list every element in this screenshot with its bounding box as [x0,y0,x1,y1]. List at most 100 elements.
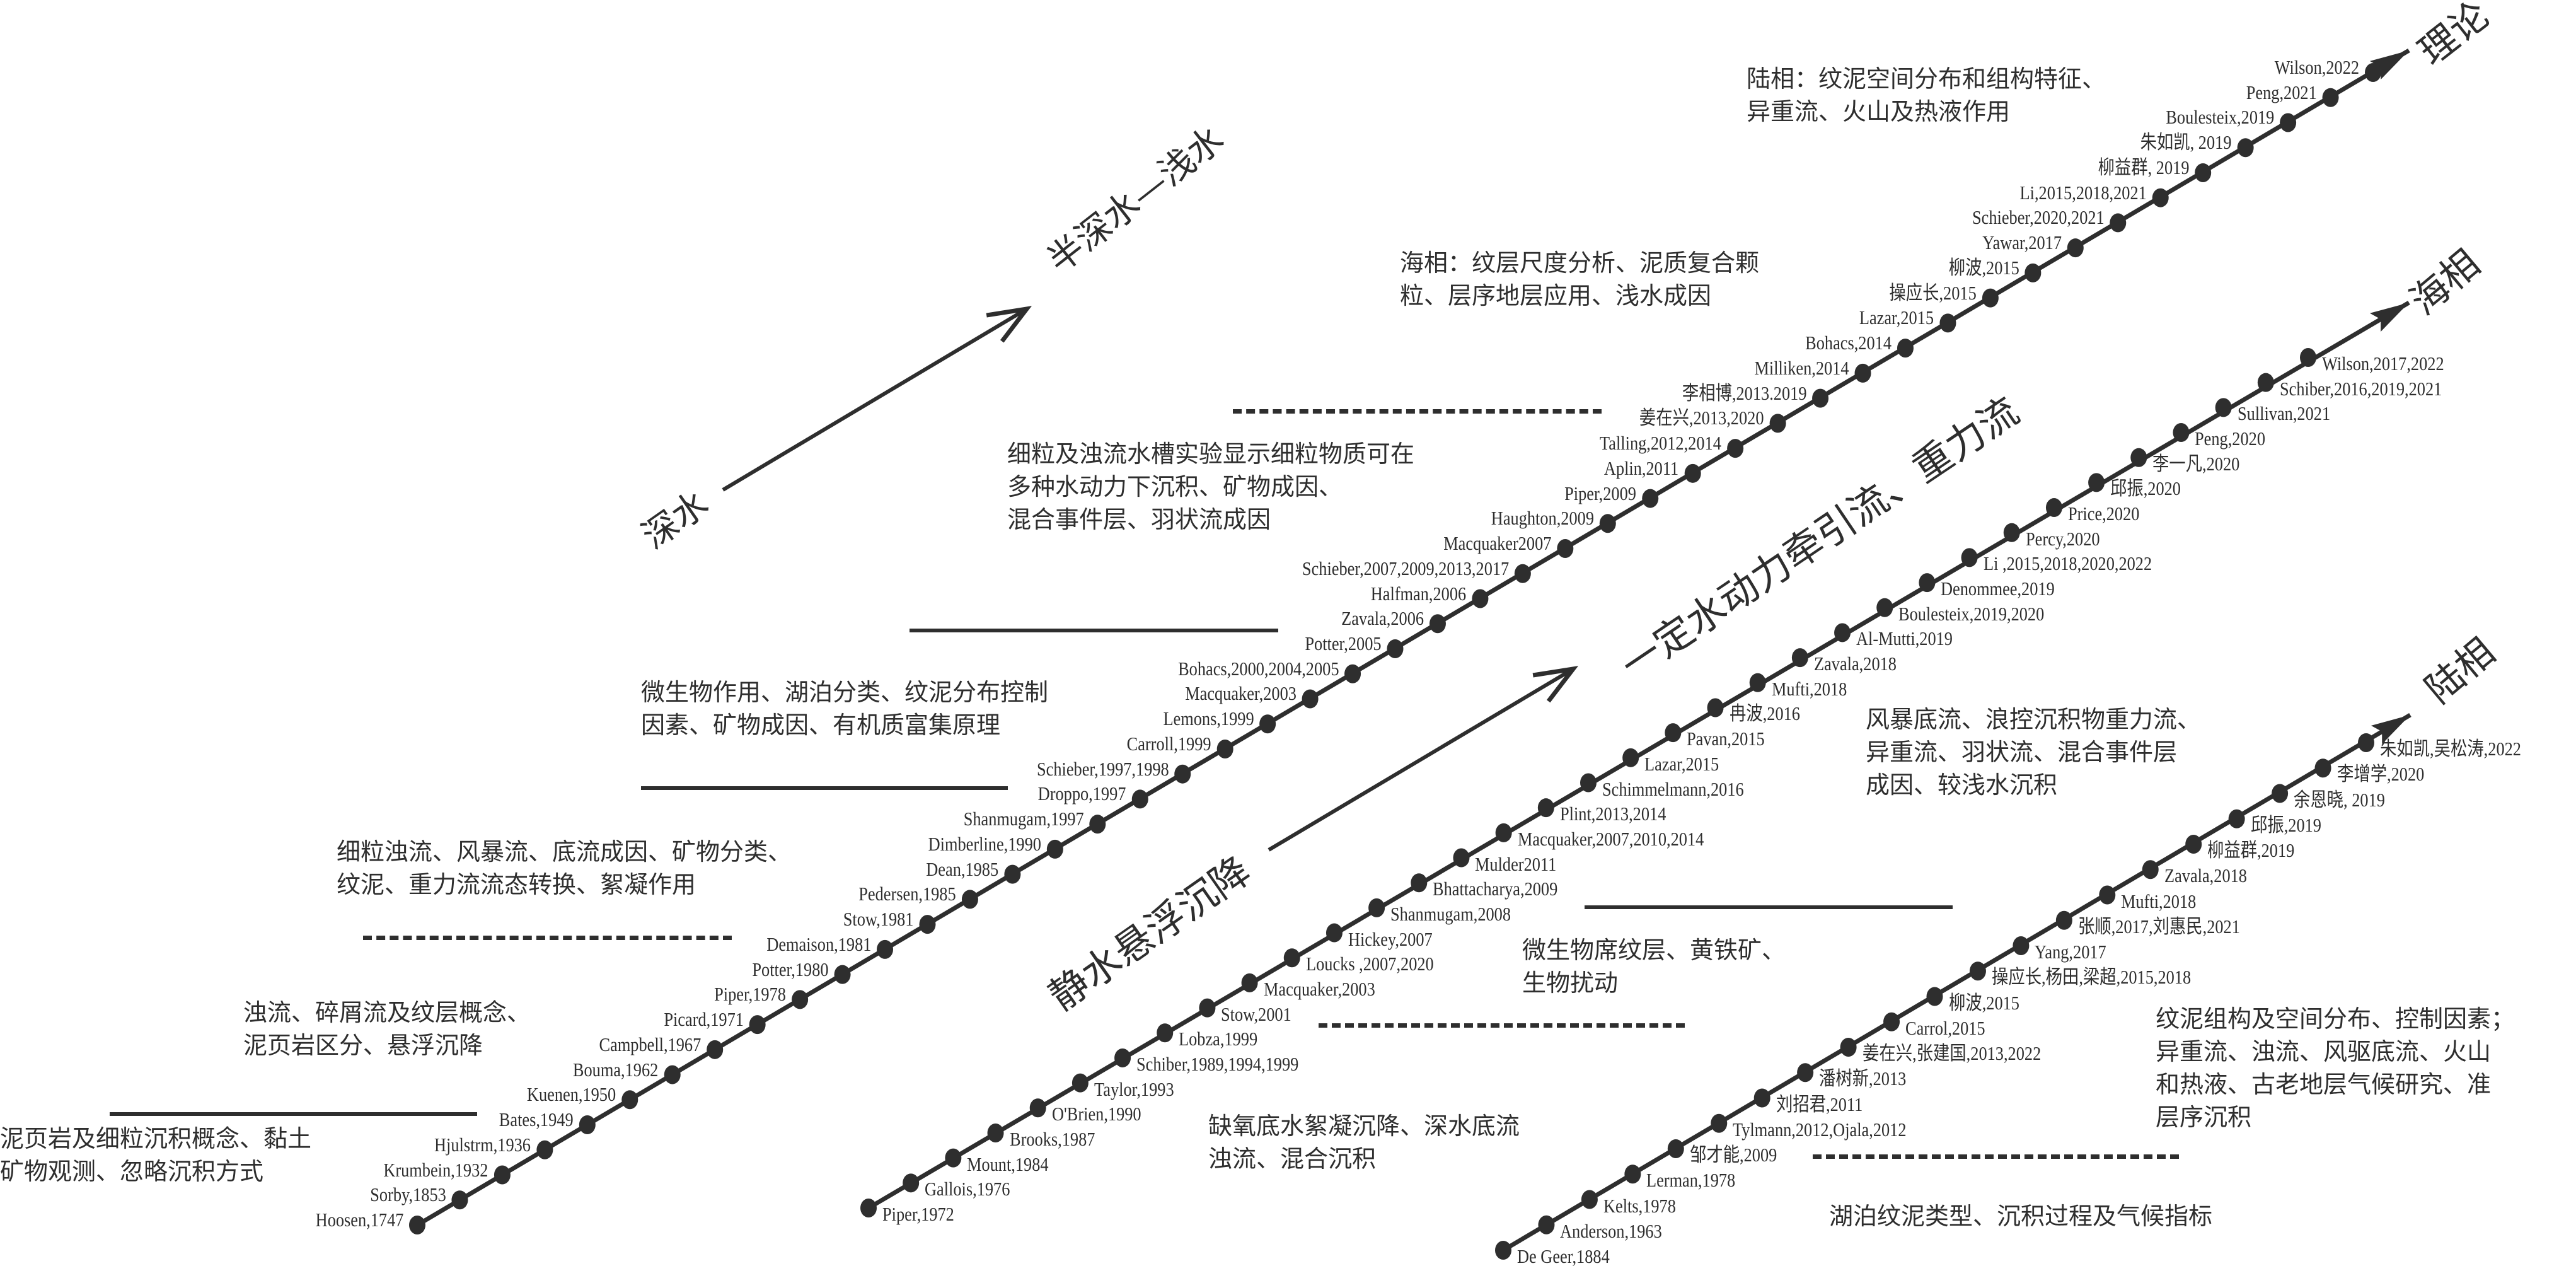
reference-label: Dimberline,1990 [928,832,1041,855]
reference-label: Hickey,2007 [1348,927,1433,950]
reference-label: Sorby,1853 [369,1183,446,1206]
reference-label: Dean,1985 [926,857,999,880]
stage-divider [910,629,1278,632]
timeline-dot [1797,1063,1814,1083]
timeline-dot [1089,815,1106,834]
reference-label: Lazar,2015 [1644,752,1719,775]
reference-label: Loucks ,2007,2020 [1305,953,1434,975]
timeline-dot [1939,313,1956,333]
timeline-dot [860,1199,877,1217]
reference-label: 刘招君,2011 [1776,1093,1863,1115]
reference-label: Macquaker,2007,2010,2014 [1517,827,1704,850]
reference-label: Yawar,2017 [1982,231,2062,254]
stage-description: 湖泊纹泥类型、沉积过程及气候指标 [1829,1202,2213,1230]
timeline-dot [1514,564,1531,583]
timeline-dot [1216,739,1233,758]
reference-label: 李相博,2013.2019 [1682,381,1807,404]
reference-label: Li,2015,2018,2021 [2019,181,2147,204]
timeline-dot [2280,113,2297,132]
reference-label: Halfman,2006 [1370,582,1467,605]
reference-label: Potter,2005 [1305,632,1382,654]
reference-label: Wilson,2022 [2274,56,2359,78]
reference-label: 张顺,2017,刘惠民,2021 [2077,915,2240,938]
timeline-dot [1897,339,1914,358]
timeline-dot [1071,1073,1089,1093]
timeline-dot [2365,63,2381,82]
reference-label: Peng,2020 [2195,427,2266,450]
reference-label: 操应长,2015 [1889,281,1977,304]
reference-label: Droppo,1997 [1037,782,1126,805]
timeline-dot [2013,936,2030,955]
reference-label: Yang,2017 [2035,941,2107,963]
reference-label: Bohacs,2014 [1805,332,1892,354]
reference-label: Carrol,2015 [1905,1016,1985,1039]
stage-description: 微生物作用、湖泊分类、纹泥分布控制因素、矿物成因、有机质富集原理 [641,678,1049,739]
stage-divider-dashed [1813,1154,2179,1159]
reference-label: Piper,2009 [1564,482,1637,504]
reference-label: Plint,2013,2014 [1559,803,1666,825]
timeline-dot [2045,498,2062,518]
timeline-dot [1665,723,1682,743]
timeline-dot [1969,961,1986,981]
timeline-dot [1791,648,1808,668]
reference-label: Zavala,2006 [1341,607,1424,630]
timeline-dot [2322,88,2339,107]
reference-label: Gallois,1976 [925,1178,1010,1200]
timeline-dot [536,1140,553,1159]
reference-label: 余恩晓, 2019 [2294,788,2386,811]
reference-label: Tylmann,2012,Ojala,2012 [1733,1118,1907,1141]
timeline-dot [2055,910,2072,930]
reference-label: 朱如凯, 2019 [2140,131,2232,154]
timeline-dot [1131,789,1148,809]
timeline-dot [2237,138,2254,158]
reference-label: Aplin,2011 [1604,456,1679,479]
reference-label: Bohacs,2000,2004,2005 [1177,657,1339,680]
reference-label: 朱如凯,吴松涛,2022 [2380,738,2521,760]
reference-label: 邱振,2019 [2250,813,2321,836]
timeline-dot [1411,873,1428,893]
reference-label: De Geer,1884 [1517,1245,1610,1266]
reference-label: Mulder2011 [1475,852,1557,875]
timeline-dot [1961,548,1978,567]
reference-label: Mufti,2018 [2121,890,2197,912]
reference-label: Macquaker,2003 [1184,682,1297,705]
timeline-dot [1326,923,1343,943]
reference-label: Piper,1972 [882,1203,954,1225]
reference-label: 姜在兴,2013,2020 [1639,407,1764,429]
timeline-dot [1667,1139,1684,1158]
timeline-dot [2142,860,2159,880]
timeline-dot [664,1065,681,1084]
reference-label: 操应长,杨田,梁超,2015,2018 [1991,966,2192,989]
timeline-dot [834,965,851,984]
timeline-dot [2195,163,2212,182]
reference-label: 柳波,2015 [1948,991,2019,1014]
arrow-head-icon [1532,666,1579,703]
timeline-dot [2228,809,2245,828]
stage-description: 泥页岩及细粒沉积概念、黏土矿物观测、忽略沉积方式 [0,1125,312,1185]
reference-label: Pavan,2015 [1687,728,1765,750]
timeline-dot [1599,514,1616,533]
timeline-dot [2300,348,2316,367]
reference-label: Carroll,1999 [1126,732,1211,755]
reference-label: 潘树新,2013 [1819,1067,1907,1090]
stage-divider-dashed [1233,409,1602,414]
timeline-dot [1982,288,1999,308]
reference-label: Percy,2020 [2025,527,2100,550]
timeline-dot [1344,664,1361,683]
reference-label: Taylor,1993 [1094,1077,1174,1100]
reference-label: Krumbein,1932 [383,1158,488,1181]
timeline-dot [1004,864,1021,884]
reference-label: Lobza,1999 [1179,1028,1258,1050]
timeline-dot [2099,885,2116,905]
timeline-dot [1495,823,1512,842]
reference-label: 李增学,2020 [2336,763,2424,786]
stage-divider [110,1112,477,1116]
reference-label: 邱振,2020 [2110,477,2181,500]
stage-description: 缺氧底水絮凝沉降、深水底流浊流、混合沉积 [1208,1112,1520,1173]
reference-label: Schieber,1997,1998 [1036,757,1169,780]
reference-label: Lerman,1978 [1646,1169,1736,1192]
reference-label: Hoosen,1747 [315,1209,403,1231]
timeline-dot [707,1040,724,1059]
reference-label: 邹才能,2009 [1689,1144,1777,1166]
timeline-dot [1453,848,1470,868]
